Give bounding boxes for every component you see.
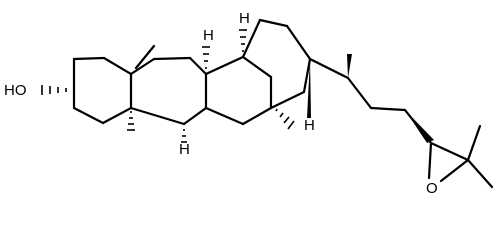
double-bond-c5-c6 [134,44,156,70]
h-c8-label: H [203,27,214,44]
epoxide-ring [427,124,494,189]
wedge-bond [307,59,311,118]
hashed-wedge-c8-h [202,46,210,69]
methyl-bond [466,124,482,162]
h-c9-label: H [179,141,190,158]
solid-wedges [307,54,434,143]
hydroxyl-label: HO [4,82,27,99]
hashed-wedge-c9-h [181,129,187,143]
wedge-bond [405,110,434,143]
methyl-bond [466,158,494,189]
ring-d [241,18,312,110]
ring-a [72,56,133,125]
h-c17-label: H [304,117,315,134]
wedge-bond [347,54,352,78]
hashed-wedge-c3-oh [41,85,75,95]
h-c14-label: H [239,10,250,27]
hashed-wedge-c13-methyl [275,108,295,130]
hashed-wedge-c10-methyl [127,111,135,131]
ring-c [204,55,273,126]
ring-b [129,44,208,126]
side-chain [308,57,433,145]
molecule-structure: HO O H H H H [4,10,494,197]
hashed-wedge-c14-h [239,29,247,52]
epoxide-oxygen-label: O [426,180,438,197]
